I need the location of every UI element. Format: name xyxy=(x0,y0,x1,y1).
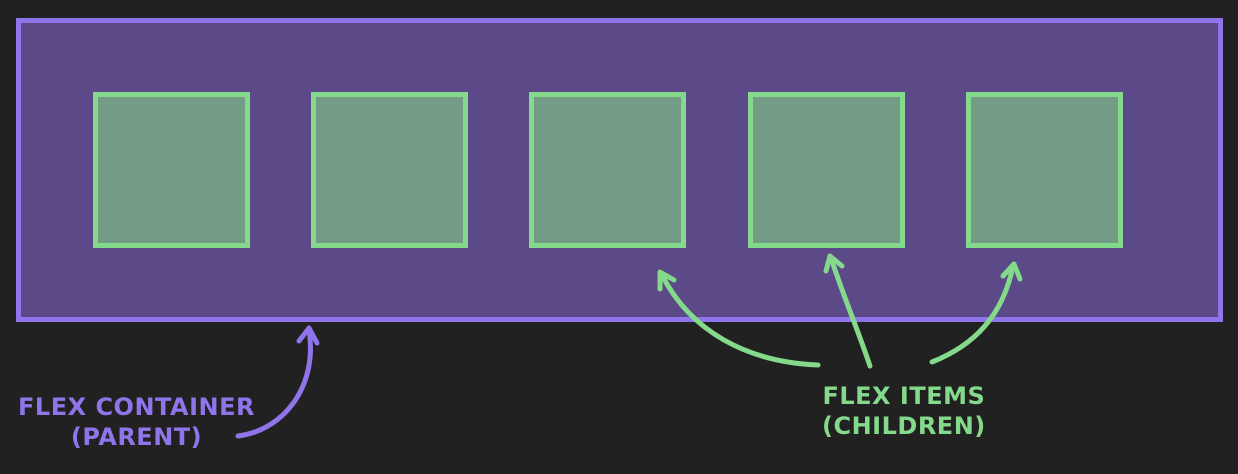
flex-item-5 xyxy=(966,92,1123,248)
flex-items-label-line1: FLEX ITEMS xyxy=(822,382,986,410)
flex-container-label: FLEX CONTAINER (PARENT) xyxy=(18,392,255,452)
flex-items-label-line2: (CHILDREN) xyxy=(822,412,986,440)
flex-container-label-line2: (PARENT) xyxy=(70,423,203,451)
flex-items-label: FLEX ITEMS (CHILDREN) xyxy=(822,381,986,441)
flex-item-4 xyxy=(748,92,905,248)
flex-item-2 xyxy=(311,92,468,248)
container-arrow-head xyxy=(296,325,320,346)
flex-item-1 xyxy=(93,92,250,248)
flex-container-label-line1: FLEX CONTAINER xyxy=(18,393,256,421)
flex-item-3 xyxy=(529,92,686,248)
